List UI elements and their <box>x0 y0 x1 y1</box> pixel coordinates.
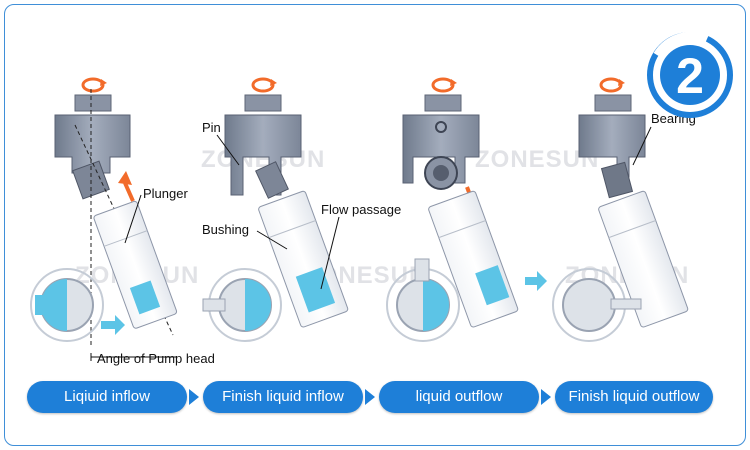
rotation-icon <box>431 77 457 93</box>
rotation-icon <box>251 77 277 93</box>
next-arrow-icon <box>365 389 375 405</box>
next-arrow-icon <box>541 389 551 405</box>
label-flow-passage: Flow passage <box>321 202 401 217</box>
stage-3-liquid-outflow <box>386 77 547 342</box>
step-pill-liquid-inflow: Liqiuid inflow <box>27 381 187 413</box>
label-angle: Angle of Pump head <box>97 351 215 366</box>
step-pill-liquid-outflow: liquid outflow <box>379 381 539 413</box>
label-pin: Pin <box>202 120 221 135</box>
stage-4-finish-liquid-outflow: Bearing <box>552 77 696 342</box>
rotation-icon <box>81 77 107 93</box>
next-arrow-icon <box>189 389 199 405</box>
step-pill-finish-liquid-inflow: Finish liquid inflow <box>203 381 363 413</box>
step-number-badge: 2 <box>647 31 733 118</box>
label-bushing: Bushing <box>202 222 249 237</box>
watermark-2: ZONESUN <box>475 146 599 173</box>
diagram-frame: ZONESUN ZONESUN ZONESUN ZONESUN ZONESUN <box>4 4 746 446</box>
stage-1-liquid-inflow: Angle of Pump head Plunger <box>30 77 215 366</box>
stage-2-finish-liquid-inflow: Pin Bushing Flow passage <box>202 77 401 342</box>
rotation-icon <box>599 77 625 93</box>
pump-cycle-diagram: ZONESUN ZONESUN ZONESUN ZONESUN ZONESUN <box>30 31 733 366</box>
badge-number: 2 <box>676 48 704 104</box>
step-pill-finish-liquid-outflow: Finish liquid outflow <box>555 381 713 413</box>
label-plunger: Plunger <box>143 186 188 201</box>
